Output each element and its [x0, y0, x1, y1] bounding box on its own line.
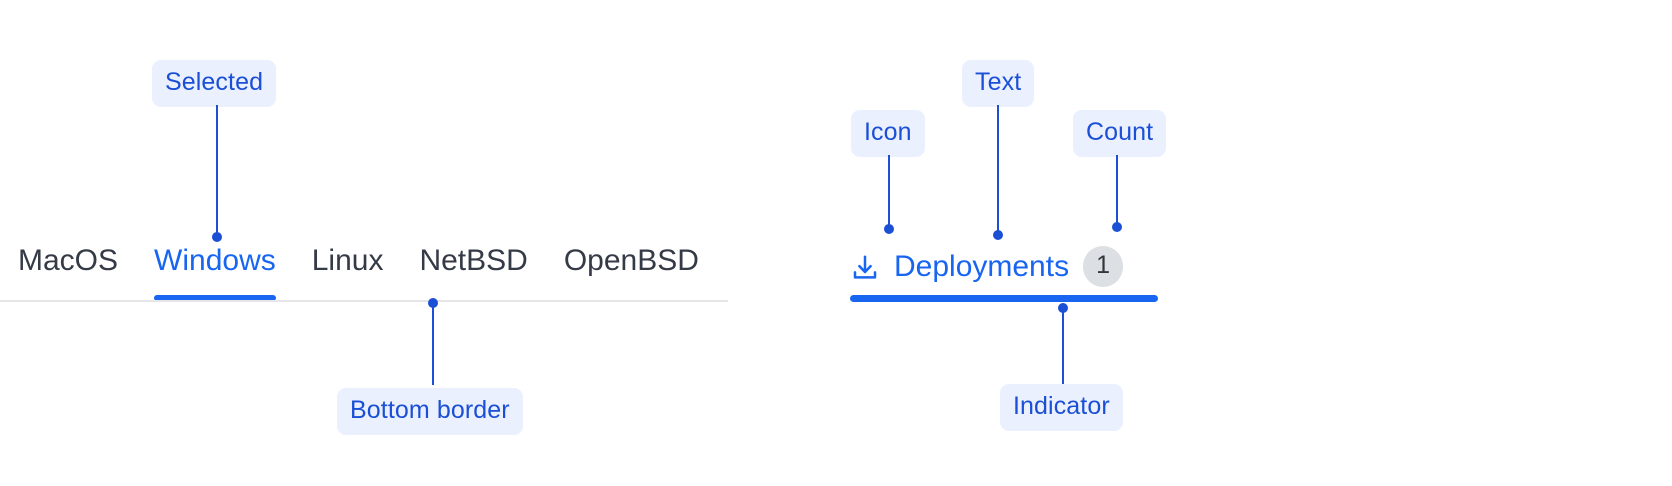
tab-strip-text: MacOS Windows Linux NetBSD OpenBSD [0, 246, 728, 302]
annotation-connector-count [1116, 155, 1118, 228]
tab-label: MacOS [18, 244, 119, 277]
tab-label: Deployments [894, 249, 1070, 283]
tabs-bottom-border [0, 300, 728, 302]
annotation-chip-icon: Icon [851, 110, 925, 157]
tab-linux[interactable]: Linux [294, 246, 402, 300]
tab-netbsd[interactable]: NetBSD [401, 246, 545, 300]
annotation-chip-selected: Selected [152, 60, 277, 107]
annotation-chip-bottom-border: Bottom border [337, 388, 523, 435]
count-badge: 1 [1083, 246, 1124, 287]
tab-strip-icon-text: Deployments 1 [850, 246, 1158, 302]
annotation-chip-count: Count [1073, 110, 1167, 157]
annotation-connector-indicator [1062, 308, 1064, 384]
annotation-dot-text [993, 230, 1003, 240]
tab-macos[interactable]: MacOS [0, 246, 136, 300]
annotation-chip-indicator: Indicator [1000, 384, 1123, 431]
annotation-connector-bottom-border [432, 303, 434, 385]
tab-label: Windows [154, 244, 276, 277]
tab-label: Linux [311, 244, 384, 277]
annotation-dot-selected [212, 232, 222, 242]
annotation-dot-icon [884, 224, 894, 234]
download-icon [850, 251, 880, 283]
annotation-connector-selected [216, 105, 218, 235]
tab-windows[interactable]: Windows [136, 244, 294, 301]
annotation-connector-icon [888, 155, 890, 233]
annotation-connector-text [997, 105, 999, 238]
selected-indicator [850, 295, 1158, 302]
selected-tab-indicator [154, 295, 276, 301]
tab-label: OpenBSD [563, 244, 699, 277]
annotation-chip-text: Text [962, 60, 1035, 107]
tab-deployments[interactable]: Deployments 1 [850, 246, 1124, 309]
tab-list-left: MacOS Windows Linux NetBSD OpenBSD [0, 244, 717, 301]
annotation-dot-count [1112, 222, 1122, 232]
tab-label: NetBSD [419, 244, 528, 277]
tab-openbsd[interactable]: OpenBSD [546, 246, 717, 300]
